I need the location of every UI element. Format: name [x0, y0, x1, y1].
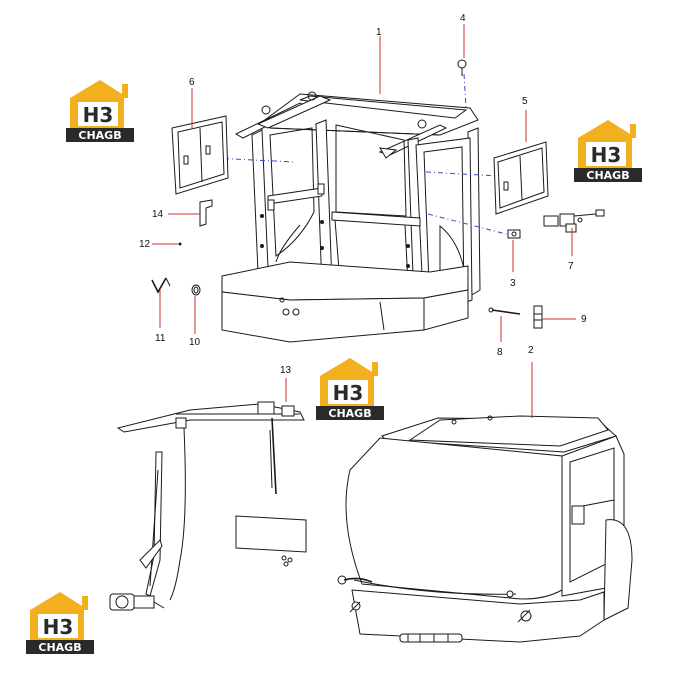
lifting-eye: [457, 59, 467, 76]
svg-text:CHAGB: CHAGB: [78, 129, 121, 142]
callout-1: 1: [376, 27, 382, 38]
callout-5: 5: [522, 96, 528, 107]
screw: [178, 242, 182, 246]
svg-text:CHAGB: CHAGB: [586, 169, 629, 182]
svg-text:H3: H3: [43, 615, 74, 639]
callout-11: 11: [155, 333, 166, 344]
side-window-left: [171, 115, 229, 195]
side-window-right: [493, 141, 549, 215]
leader-lines: [152, 24, 576, 418]
coat-hook: [151, 277, 171, 294]
latch-part: [507, 229, 521, 239]
cab-shell: [337, 415, 633, 643]
house-logo-icon: H3 CHAGB: [66, 80, 134, 142]
callout-4: 4: [460, 13, 466, 24]
svg-text:CHAGB: CHAGB: [38, 641, 81, 654]
callout-7: 7: [568, 261, 574, 272]
hinge-assembly: [543, 209, 605, 233]
svg-text:CHAGB: CHAGB: [328, 407, 371, 420]
svg-text:H3: H3: [591, 143, 622, 167]
grab-handle: [199, 199, 213, 227]
svg-text:H3: H3: [333, 381, 364, 405]
watermark-logo: H3 CHAGB: [66, 76, 134, 144]
watermark-logo: H3 CHAGB: [574, 116, 642, 184]
watermark-logo: H3 CHAGB: [316, 354, 384, 422]
cab-frame: [221, 91, 481, 343]
svg-text:H3: H3: [83, 103, 114, 127]
watermark-logo: H3 CHAGB: [26, 588, 94, 656]
grommet: [191, 284, 201, 296]
callout-6: 6: [189, 77, 195, 88]
callout-3: 3: [510, 278, 516, 289]
wiper-assembly: [109, 401, 307, 611]
callout-14: 14: [152, 209, 164, 220]
callout-10: 10: [189, 337, 201, 348]
callout-12: 12: [139, 239, 151, 250]
callout-8: 8: [497, 347, 503, 358]
bracket-plate: [533, 305, 543, 329]
callout-2: 2: [528, 345, 534, 356]
house-logo-icon: H3 CHAGB: [574, 120, 642, 182]
house-logo-icon: H3 CHAGB: [26, 592, 94, 654]
callout-9: 9: [581, 314, 587, 325]
house-logo-icon: H3 CHAGB: [316, 358, 384, 420]
callout-13: 13: [280, 365, 292, 376]
support-rod: [488, 307, 521, 315]
